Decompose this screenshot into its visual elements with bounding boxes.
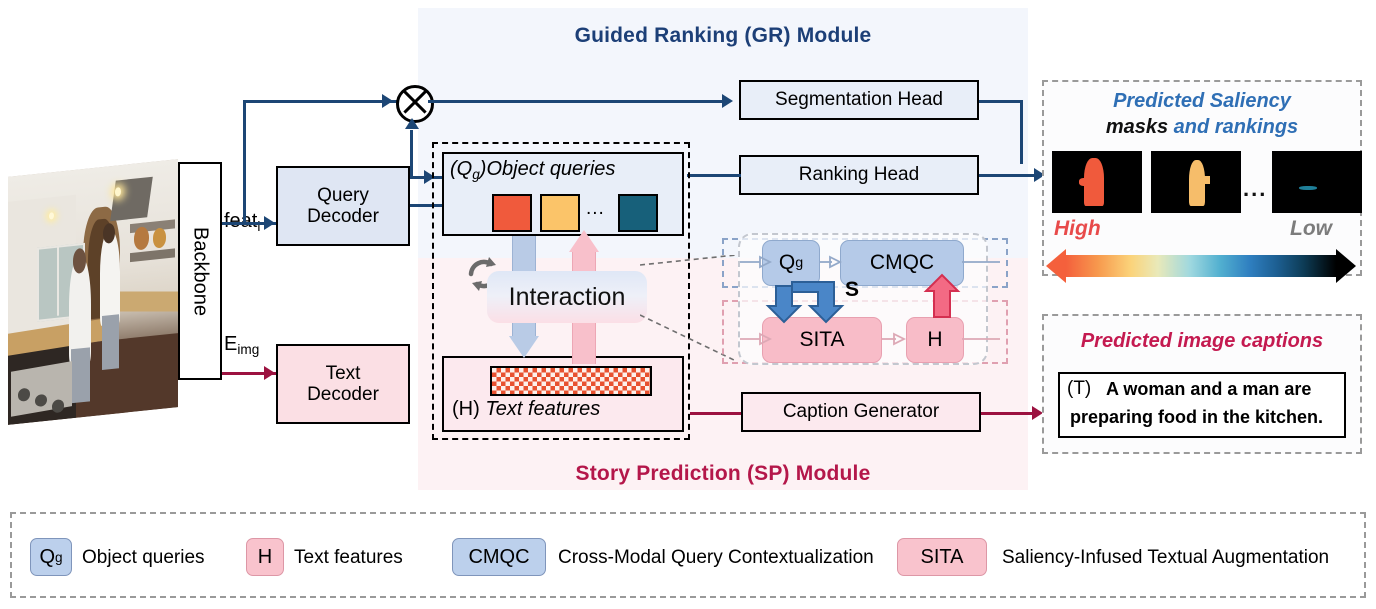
- saliency-panel-title: Predicted Saliency: [1113, 90, 1291, 112]
- arrow-multiply-seghead: [722, 94, 733, 108]
- saliency-mask-2: [1151, 151, 1241, 213]
- backbone-block: Backbone: [178, 162, 222, 380]
- saliency-gradient-bar: [1066, 255, 1336, 277]
- wire-qdec-up-2: [410, 130, 413, 179]
- arrow-qdec-queries: [424, 170, 435, 184]
- wire-queries-rankhead: [687, 174, 741, 177]
- query-decoder-label-1: Query: [317, 184, 369, 206]
- caption-text-block: (T) A woman and a man are preparing food…: [1058, 372, 1346, 438]
- eimg-label: Eimg: [224, 333, 260, 357]
- scale-low-label: Low: [1290, 217, 1332, 240]
- query-swatch-1: [492, 194, 532, 232]
- text-decoder-label-1: Text: [325, 362, 361, 384]
- query-swatch-3: [618, 194, 658, 232]
- text-decoder-block: Text Decoder: [276, 344, 410, 424]
- caption-prefix: (T): [1067, 378, 1092, 399]
- legend-label-cmqc: Cross-Modal Query Contextualization: [558, 547, 874, 568]
- legend-chip-cmqc: CMQC: [452, 538, 546, 576]
- wire-eimg-to-text: [222, 372, 276, 375]
- input-image: [8, 159, 178, 425]
- wire-multiply-seghead: [428, 100, 728, 103]
- callout-lines: [640, 255, 737, 362]
- query-swatch-2: [540, 194, 580, 232]
- interaction-group-outline: [432, 142, 690, 440]
- wire-feat-to-multiply: [243, 100, 401, 103]
- arrow-eimg-text: [264, 366, 275, 380]
- query-decoder-block: Query Decoder: [276, 166, 410, 246]
- saliency-panel-subtitle: masks and rankings: [1105, 116, 1299, 138]
- feat-label: feati: [224, 210, 261, 234]
- legend-chip-sita: SITA: [897, 538, 987, 576]
- segmentation-head-label: Segmentation Head: [775, 89, 943, 111]
- text-features-label: (H) Text features: [452, 398, 601, 420]
- wire-rankhead-out: [979, 174, 1041, 177]
- interaction-label: Interaction: [508, 282, 626, 311]
- object-queries-label: (Qg)Object queries: [450, 158, 616, 182]
- arrow-into-saliency-panel: [1034, 168, 1045, 182]
- gr-module-title: Guided Ranking (GR) Module: [574, 24, 872, 47]
- wire-qdec-to-queries: [410, 176, 432, 179]
- arrow-into-caption-panel: [1032, 406, 1043, 420]
- saliency-mask-1: [1052, 151, 1142, 213]
- legend-chip-h: H: [246, 538, 284, 576]
- legend-label-qg: Object queries: [82, 547, 205, 568]
- gradient-arrow-left: [1046, 249, 1066, 283]
- object-queries-block: (Qg)Object queries ...: [442, 152, 684, 236]
- wire-textfeat-capgen: [690, 412, 742, 415]
- backbone-label: Backbone: [189, 226, 212, 316]
- saliency-mask-3: [1272, 151, 1362, 213]
- ranking-head-label: Ranking Head: [798, 164, 920, 186]
- caption-generator-label: Caption Generator: [782, 401, 940, 423]
- submodule-sita-block: SITA: [762, 317, 882, 363]
- caption-panel-title: Predicted image captions: [1080, 330, 1324, 352]
- wire-seghead-out: [979, 100, 1023, 103]
- wire-capgen-out: [981, 412, 1039, 415]
- segmentation-head-block: Segmentation Head: [739, 80, 979, 120]
- legend-label-sita: Saliency-Infused Textual Augmentation: [1002, 547, 1330, 568]
- interaction-block: Interaction: [487, 271, 647, 323]
- scale-high-label: High: [1054, 217, 1101, 240]
- saliency-mask-ellipsis: ...: [1243, 176, 1268, 201]
- wire-feat-branch-up: [243, 100, 246, 224]
- text-decoder-label-2: Decoder: [307, 384, 379, 405]
- caption-line-1: A woman and a man are: [1106, 379, 1312, 399]
- submodule-s-label: S: [845, 278, 860, 301]
- ranking-head-block: Ranking Head: [739, 155, 979, 195]
- arrow-feat-multiply: [382, 94, 393, 108]
- submodule-wires: [740, 255, 1000, 346]
- query-decoder-label-2: Decoder: [307, 206, 379, 227]
- text-features-matrix: [490, 366, 652, 396]
- gradient-arrow-right: [1336, 249, 1356, 283]
- caption-generator-block: Caption Generator: [741, 392, 981, 432]
- text-features-block: (H) Text features: [442, 356, 684, 432]
- query-ellipsis: ...: [586, 198, 605, 219]
- arrow-feat-query: [264, 216, 275, 230]
- wire-feat-to-query: [222, 222, 276, 225]
- wire-seghead-down: [1020, 100, 1023, 164]
- legend-label-h: Text features: [294, 547, 403, 568]
- arrow-into-multiply: [405, 118, 419, 129]
- caption-line-2: preparing food in the kitchen.: [1070, 407, 1324, 427]
- submodule-h-block: H: [906, 317, 964, 363]
- sp-module-title: Story Prediction (SP) Module: [575, 462, 871, 485]
